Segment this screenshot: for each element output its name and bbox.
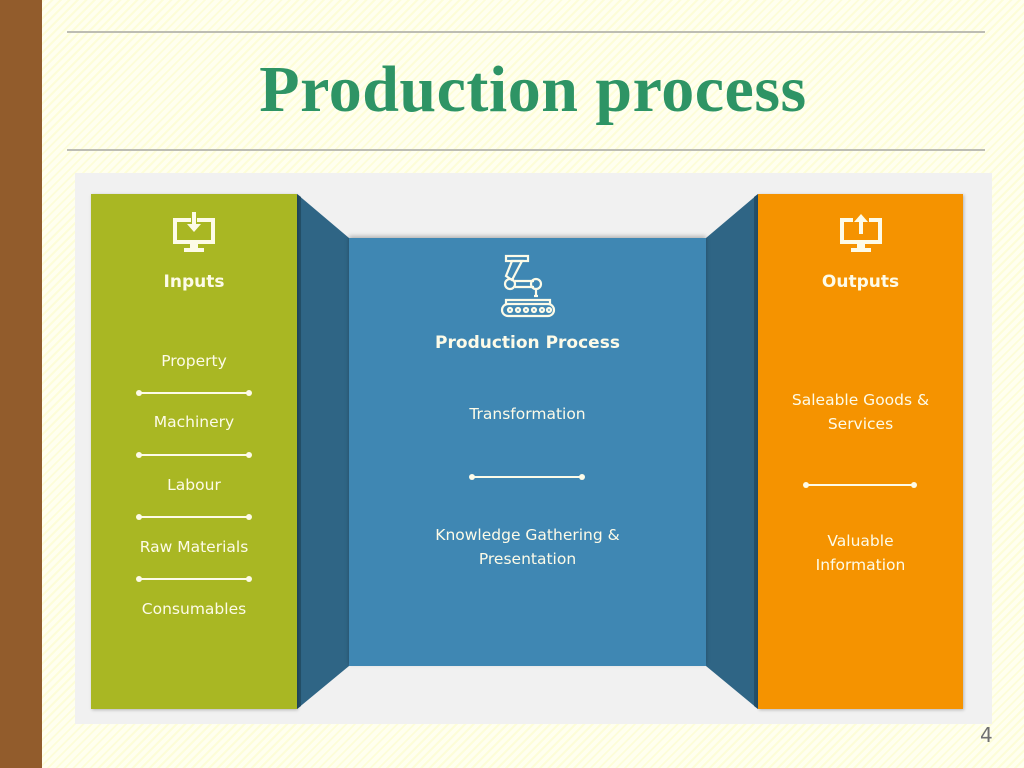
input-item-machinery: Machinery [153, 413, 235, 431]
monitor-upload-icon [838, 212, 884, 258]
outputs-title: Outputs [821, 272, 900, 292]
slide-title: Production process [259, 53, 807, 126]
output-item-valuable-information: Valuable Information [815, 532, 906, 574]
input-item-property: Property [161, 352, 227, 370]
divider [136, 514, 252, 520]
right-connector-side [706, 194, 758, 709]
process-item-transformation: Transformation [469, 405, 586, 423]
inputs-title: Inputs [163, 272, 225, 292]
divider [803, 482, 917, 488]
outputs-panel: Outputs Saleable Goods & Services Valuab… [758, 194, 963, 709]
output-item-goods-services: Saleable Goods & Services [791, 391, 930, 433]
title-bottom-rule [67, 149, 985, 151]
left-connector-side [297, 194, 349, 709]
divider [136, 452, 252, 458]
input-item-raw-materials: Raw Materials [139, 538, 249, 556]
inputs-panel: Inputs Property Machinery Labour Raw Mat… [91, 194, 297, 709]
divider [136, 390, 252, 396]
left-accent-bar [0, 0, 42, 768]
title-top-rule [67, 31, 985, 33]
page-number: 4 [980, 723, 993, 747]
divider [469, 474, 585, 480]
monitor-download-icon [171, 212, 217, 258]
divider [136, 576, 252, 582]
process-item-knowledge: Knowledge Gathering & Presentation [435, 526, 620, 568]
input-item-labour: Labour [167, 476, 221, 494]
process-panel: Production Process Transformation Knowle… [349, 238, 706, 666]
input-item-consumables: Consumables [141, 600, 247, 618]
robot-arm-conveyor-icon [498, 254, 558, 324]
process-title: Production Process [435, 333, 620, 353]
